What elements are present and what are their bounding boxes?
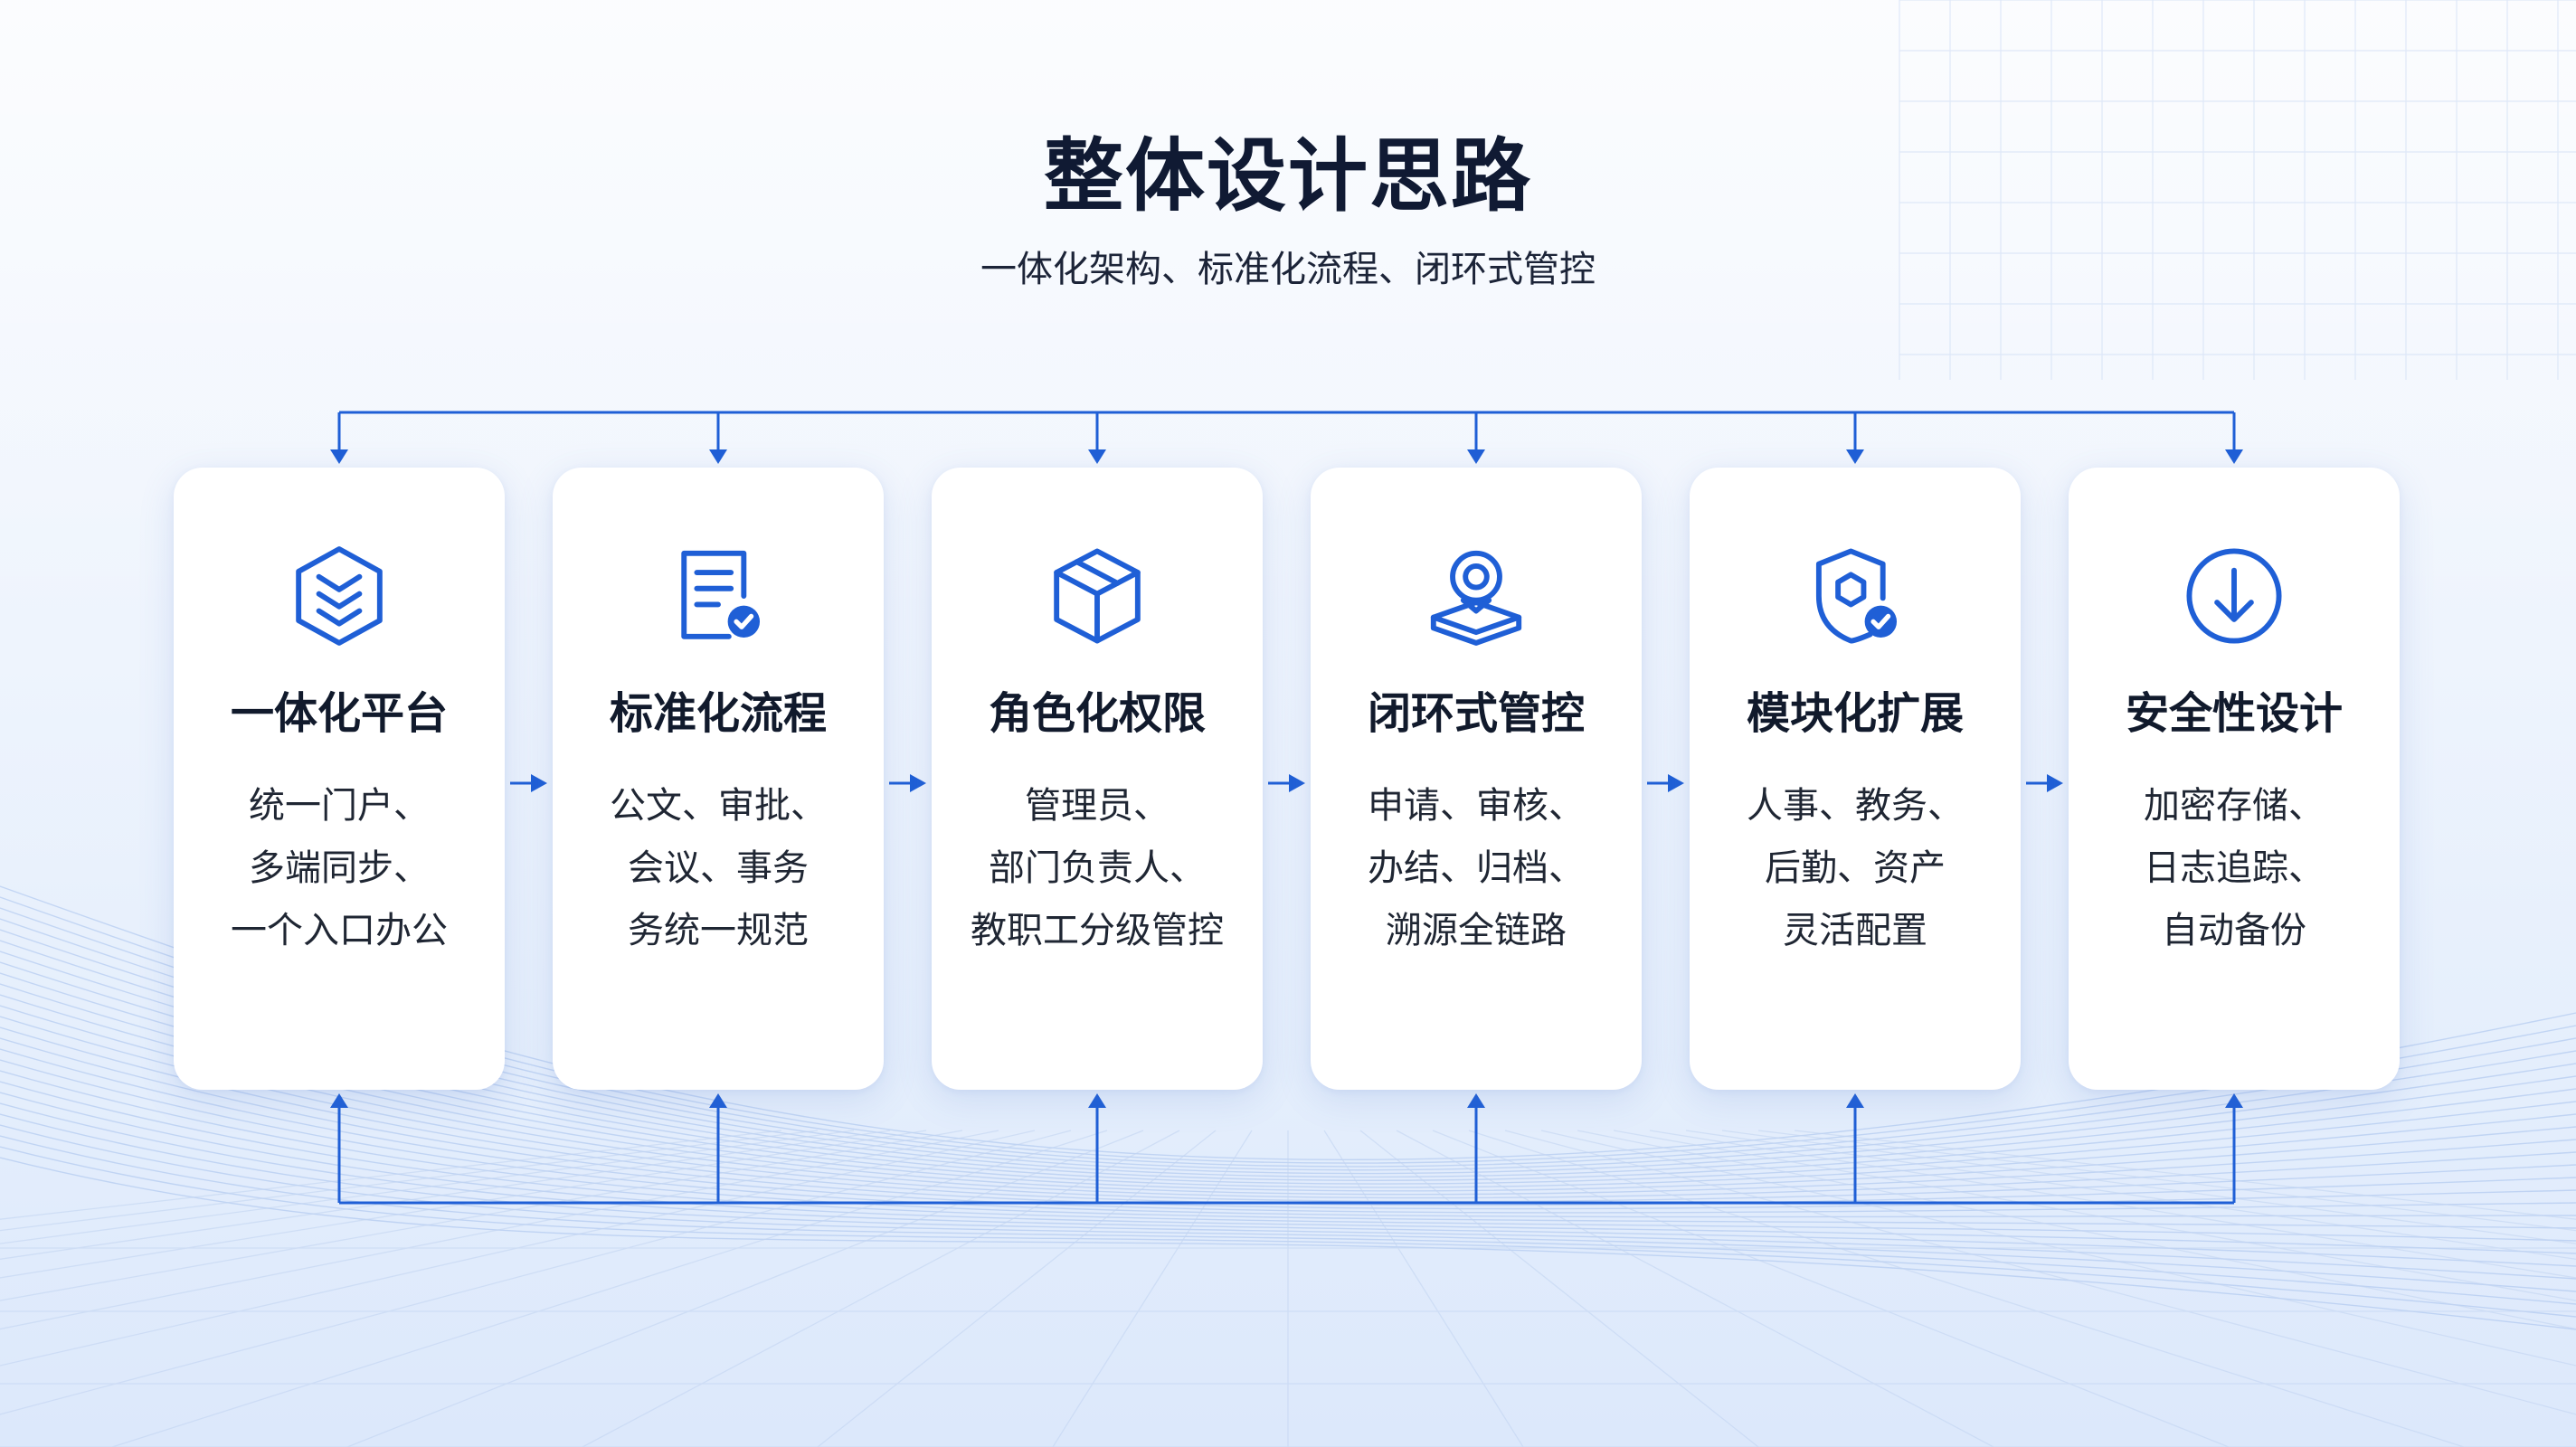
card-description-line: 人事、教务、 <box>1747 785 1964 827</box>
arrow-down-head <box>330 449 348 464</box>
card-description-line: 一个入口办公 <box>231 910 448 951</box>
card-title: 标准化流程 <box>609 688 827 739</box>
arrow-down-head <box>2225 449 2243 464</box>
card-4: 闭环式管控申请、审核、办结、归档、溯源全链路 <box>1311 468 1642 1090</box>
flow-arrow-head <box>910 774 926 792</box>
card-description-line: 公文、审批、 <box>610 785 827 827</box>
card-description-line: 务统一规范 <box>628 910 809 951</box>
card-2: 标准化流程公文、审批、会议、事务务统一规范 <box>553 468 884 1090</box>
card-title: 安全性设计 <box>2125 688 2343 739</box>
shield-check-icon <box>1690 542 2021 650</box>
card-description-line: 办结、归档、 <box>1368 847 1585 889</box>
card-description: 公文、审批、会议、事务务统一规范 <box>553 775 884 962</box>
card-description: 统一门户、多端同步、一个入口办公 <box>174 775 505 962</box>
card-description: 人事、教务、后勤、资产灵活配置 <box>1690 775 2021 962</box>
arrow-up-head <box>1088 1093 1106 1108</box>
card-description-line: 自动备份 <box>2162 910 2306 951</box>
card-description-line: 申请、审核、 <box>1368 785 1585 827</box>
card-description-line: 统一门户、 <box>249 785 430 827</box>
card-5: 模块化扩展人事、教务、后勤、资产灵活配置 <box>1690 468 2021 1090</box>
card-title: 模块化扩展 <box>1746 688 1964 739</box>
card-title: 一体化平台 <box>230 688 448 739</box>
flow-arrow-head <box>1668 774 1684 792</box>
card-description-line: 加密存储、 <box>2144 785 2325 827</box>
card-description-line: 教职工分级管控 <box>971 910 1224 951</box>
card-description-line: 管理员、 <box>1025 785 1170 827</box>
card-6: 安全性设计加密存储、日志追踪、自动备份 <box>2069 468 2400 1090</box>
card-description-line: 后勤、资产 <box>1765 847 1946 889</box>
card-description: 加密存储、日志追踪、自动备份 <box>2069 775 2400 962</box>
card-title: 角色化权限 <box>988 688 1206 739</box>
document-check-icon <box>553 542 884 650</box>
card-description: 管理员、部门负责人、教职工分级管控 <box>932 775 1263 962</box>
card-1: 一体化平台统一门户、多端同步、一个入口办公 <box>174 468 505 1090</box>
arrow-down-head <box>709 449 727 464</box>
arrow-up-head <box>1467 1093 1485 1108</box>
card-3: 角色化权限管理员、部门负责人、教职工分级管控 <box>932 468 1263 1090</box>
card-description-line: 多端同步、 <box>249 847 430 889</box>
location-pin-platform-icon <box>1311 542 1642 650</box>
arrow-down-head <box>1088 449 1106 464</box>
card-description-line: 日志追踪、 <box>2144 847 2325 889</box>
card-description-line: 溯源全链路 <box>1386 910 1567 951</box>
cube-icon <box>932 542 1263 650</box>
card-description: 申请、审核、办结、归档、溯源全链路 <box>1311 775 1642 962</box>
card-description-line: 灵活配置 <box>1783 910 1927 951</box>
flow-arrow-head <box>2047 774 2063 792</box>
flow-arrow-head <box>531 774 547 792</box>
page-title: 整体设计思路 <box>1043 129 1532 222</box>
flow-arrow-head <box>1289 774 1305 792</box>
arrow-up-head <box>330 1093 348 1108</box>
card-title: 闭环式管控 <box>1367 688 1585 739</box>
card-description-line: 部门负责人、 <box>989 847 1206 889</box>
page-subtitle: 一体化架构、标准化流程、闭环式管控 <box>980 249 1596 290</box>
arrow-up-head <box>1846 1093 1864 1108</box>
arrow-down-head <box>1846 449 1864 464</box>
layers-hexagon-icon <box>174 542 505 650</box>
card-description-line: 会议、事务 <box>628 847 809 889</box>
arrow-up-head <box>709 1093 727 1108</box>
arrow-up-head <box>2225 1093 2243 1108</box>
download-circle-icon <box>2069 542 2400 650</box>
arrow-down-head <box>1467 449 1485 464</box>
